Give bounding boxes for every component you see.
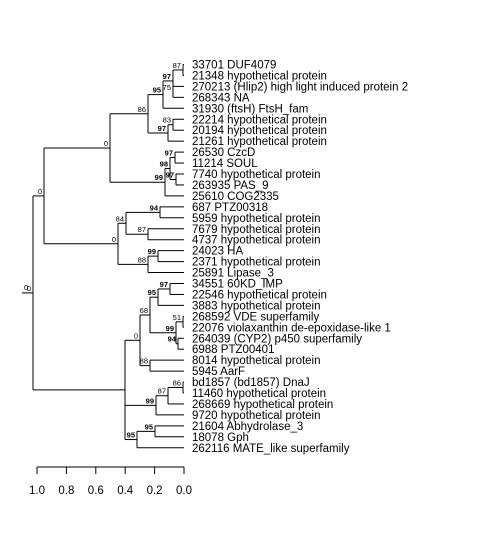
bootstrap-value: 97 <box>166 170 174 179</box>
leaf-label: 3883 hypothetical protein <box>192 300 321 312</box>
bootstrap-value: 97 <box>165 149 173 158</box>
leaf-label: 21348 hypothetical protein <box>192 70 327 82</box>
leaf-label: 268343 NA <box>192 92 250 104</box>
bootstrap-value: 0 <box>134 331 138 340</box>
scale-tick-label: 0.0 <box>176 485 192 497</box>
leaf-label: 6988 PTZ00401 <box>192 344 274 356</box>
leaf-label: 4737 hypothetical protein <box>192 235 321 247</box>
leaf-label: 26530 CzcD <box>192 147 255 159</box>
leaf-label: 5959 hypothetical protein <box>192 213 321 225</box>
bootstrap-value: 0 <box>24 283 28 292</box>
bootstrap-value: 86 <box>138 105 146 114</box>
leaf-label: 21261 hypothetical protein <box>192 136 327 148</box>
bootstrap-value: 97 <box>158 124 166 133</box>
bootstrap-value: 83 <box>163 116 171 125</box>
leaf-label: 264039 (CYP2) p450 superfamily <box>192 333 362 345</box>
bootstrap-value: 86 <box>173 379 181 388</box>
leaf-label: 33701 DUF4079 <box>192 60 276 72</box>
leaf-label: 2371 hypothetical protein <box>192 257 321 269</box>
scale-tick-label: 1.0 <box>29 485 45 497</box>
leaf-label: bd1857 (bd1857) DnaJ <box>192 377 310 389</box>
bootstrap-value: 0 <box>38 187 42 196</box>
leaf-label: 22214 hypothetical protein <box>192 114 327 126</box>
leaf-label: 7679 hypothetical protein <box>192 224 321 236</box>
leaf-label: 687 PTZ00318 <box>192 202 268 214</box>
bootstrap-value: 88 <box>138 255 146 264</box>
bootstrap-value: 95 <box>145 422 153 431</box>
bootstrap-value: 75 <box>163 83 171 92</box>
bootstrap-value: 99 <box>146 396 154 405</box>
bootstrap-value: 99 <box>148 247 156 256</box>
scale-axis: 1.0 0.8 0.6 0.4 0.2 0.0 <box>29 466 192 497</box>
leaf-label: 22076 violaxanthin de-epoxidase-like 1 <box>192 322 391 334</box>
bootstrap-value: 87 <box>138 225 146 234</box>
leaf-label: 34551 60KD_IMP <box>192 279 283 291</box>
scale-tick-label: 0.4 <box>117 485 134 497</box>
leaf-label: 31930 (ftsH) FtsH_fam <box>192 103 308 115</box>
leaf-label: 270213 (Hlip2) high light induced protei… <box>192 81 408 93</box>
leaf-label: 262116 MATE_like superfamily <box>192 443 350 455</box>
leaf-label: 21604 Abhydrolase_3 <box>192 421 303 433</box>
bootstrap-value: 51 <box>173 313 181 322</box>
scale-tick-label: 0.8 <box>58 485 74 497</box>
bootstrap-value: 0 <box>104 139 108 148</box>
leaf-label: 20194 hypothetical protein <box>192 125 327 137</box>
bootstrap-labels: 8775979583978697979899094878499880097955… <box>24 61 181 440</box>
bootstrap-value: 98 <box>160 160 168 169</box>
leaf-label: 22546 hypothetical protein <box>192 289 327 301</box>
bootstrap-value: 99 <box>166 324 174 333</box>
bootstrap-value: 88 <box>140 357 148 366</box>
leaf-label: 11214 SOUL <box>192 158 258 170</box>
bootstrap-value: 68 <box>140 306 148 315</box>
bootstrap-value: 95 <box>153 86 161 95</box>
bootstrap-value: 95 <box>127 431 135 440</box>
leaf-label: 7740 hypothetical protein <box>192 169 321 181</box>
leaf-label: 25610 COG2335 <box>192 191 279 203</box>
tree-branches <box>22 64 184 449</box>
bootstrap-value: 94 <box>150 203 159 212</box>
bootstrap-value: 0 <box>112 235 116 244</box>
bootstrap-value: 94 <box>168 335 177 344</box>
leaf-label: 18078 Gph <box>192 432 249 444</box>
leaf-label: 268669 hypothetical protein <box>192 399 333 411</box>
leaf-label: 24023 HA <box>192 246 243 258</box>
leaf-label: 8014 hypothetical protein <box>192 355 321 367</box>
scale-tick-label: 0.6 <box>88 485 104 497</box>
leaf-label: 268592 VDE superfamily <box>192 311 319 323</box>
bootstrap-value: 99 <box>155 173 163 182</box>
bootstrap-value: 97 <box>163 72 171 81</box>
leaf-label: 25891 Lipase_3 <box>192 268 274 280</box>
bootstrap-value: 97 <box>160 280 168 289</box>
leaf-label: 9720 hypothetical protein <box>192 410 321 422</box>
leaf-label: 11460 hypothetical protein <box>192 388 326 400</box>
leaf-label: 5945 AarF <box>192 366 245 378</box>
bootstrap-value: 95 <box>148 288 156 297</box>
scale-tick-label: 0.2 <box>147 485 163 497</box>
bootstrap-value: 87 <box>158 387 166 396</box>
leaf-label: 263935 PAS_9 <box>192 180 269 192</box>
bootstrap-value: 0 <box>27 284 31 293</box>
bootstrap-value: 87 <box>173 61 181 70</box>
bootstrap-value: 84 <box>116 214 124 223</box>
